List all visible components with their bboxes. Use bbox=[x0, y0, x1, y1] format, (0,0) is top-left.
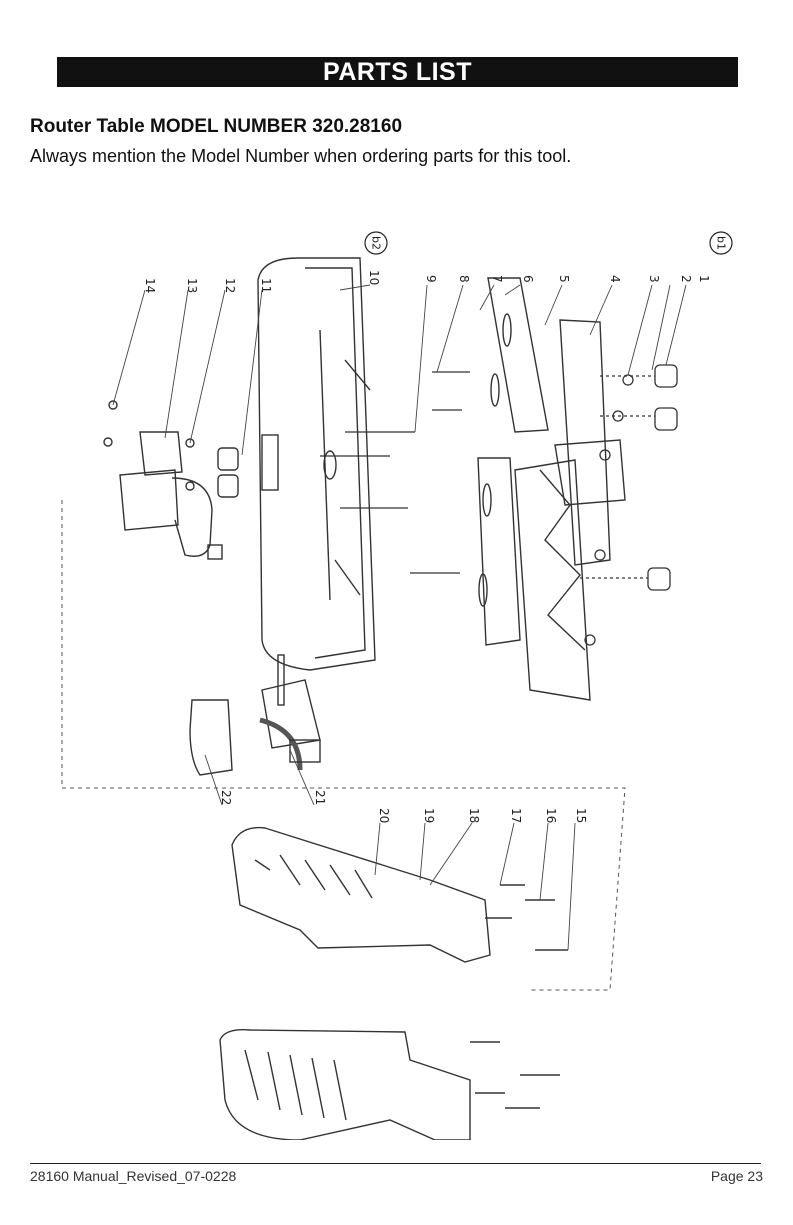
knob-hardware-drawing bbox=[580, 365, 677, 645]
footer-document-id: 28160 Manual_Revised_07-0228 bbox=[30, 1168, 236, 1184]
exploded-parts-diagram: b2 b1 1 2 3 4 5 6 7 8 9 10 11 12 13 14 1… bbox=[0, 180, 793, 1140]
callout-17: 17 bbox=[509, 808, 523, 823]
callout-8: 8 bbox=[457, 275, 471, 283]
fence-drawing bbox=[478, 278, 625, 700]
callout-15: 15 bbox=[574, 808, 588, 823]
callout-6: 6 bbox=[521, 275, 535, 283]
table-top-drawing bbox=[258, 258, 375, 670]
callout-7: 7 bbox=[490, 275, 504, 283]
callout-11: 11 bbox=[259, 278, 273, 293]
callout-9: 9 bbox=[424, 275, 438, 283]
section-badges: b2 b1 bbox=[365, 232, 732, 254]
callout-5: 5 bbox=[557, 275, 571, 283]
callout-20: 20 bbox=[377, 808, 391, 823]
badge-b1: b1 bbox=[715, 236, 728, 250]
ordering-note: Always mention the Model Number when ord… bbox=[30, 146, 571, 167]
callout-1: 1 bbox=[697, 275, 711, 283]
callout-19: 19 bbox=[422, 808, 436, 823]
miter-gauge-drawing bbox=[190, 655, 320, 775]
callout-numbers: 1 2 3 4 5 6 7 8 9 10 11 12 13 14 15 16 1… bbox=[143, 270, 711, 823]
callout-4: 4 bbox=[608, 275, 622, 283]
callout-3: 3 bbox=[647, 275, 661, 283]
callout-18: 18 bbox=[467, 808, 481, 823]
footer-rule bbox=[30, 1163, 761, 1164]
callout-21: 21 bbox=[313, 790, 327, 805]
callout-12: 12 bbox=[223, 278, 237, 293]
badge-b2: b2 bbox=[370, 236, 383, 250]
callout-10: 10 bbox=[367, 270, 381, 285]
footer-page-number: Page 23 bbox=[711, 1168, 763, 1184]
bolts-drawing bbox=[320, 372, 470, 573]
callout-16: 16 bbox=[544, 808, 558, 823]
callout-22: 22 bbox=[219, 790, 233, 805]
callout-14: 14 bbox=[143, 278, 157, 293]
dashed-connector bbox=[62, 500, 625, 990]
base-lower-drawing bbox=[220, 1030, 560, 1140]
switch-assembly-drawing bbox=[104, 401, 278, 559]
leader-lines bbox=[113, 285, 686, 950]
parts-list-banner: PARTS LIST bbox=[57, 57, 738, 87]
base-upper-drawing bbox=[232, 828, 568, 962]
callout-13: 13 bbox=[185, 278, 199, 293]
model-heading: Router Table MODEL NUMBER 320.28160 bbox=[30, 116, 402, 138]
callout-2: 2 bbox=[679, 275, 693, 283]
